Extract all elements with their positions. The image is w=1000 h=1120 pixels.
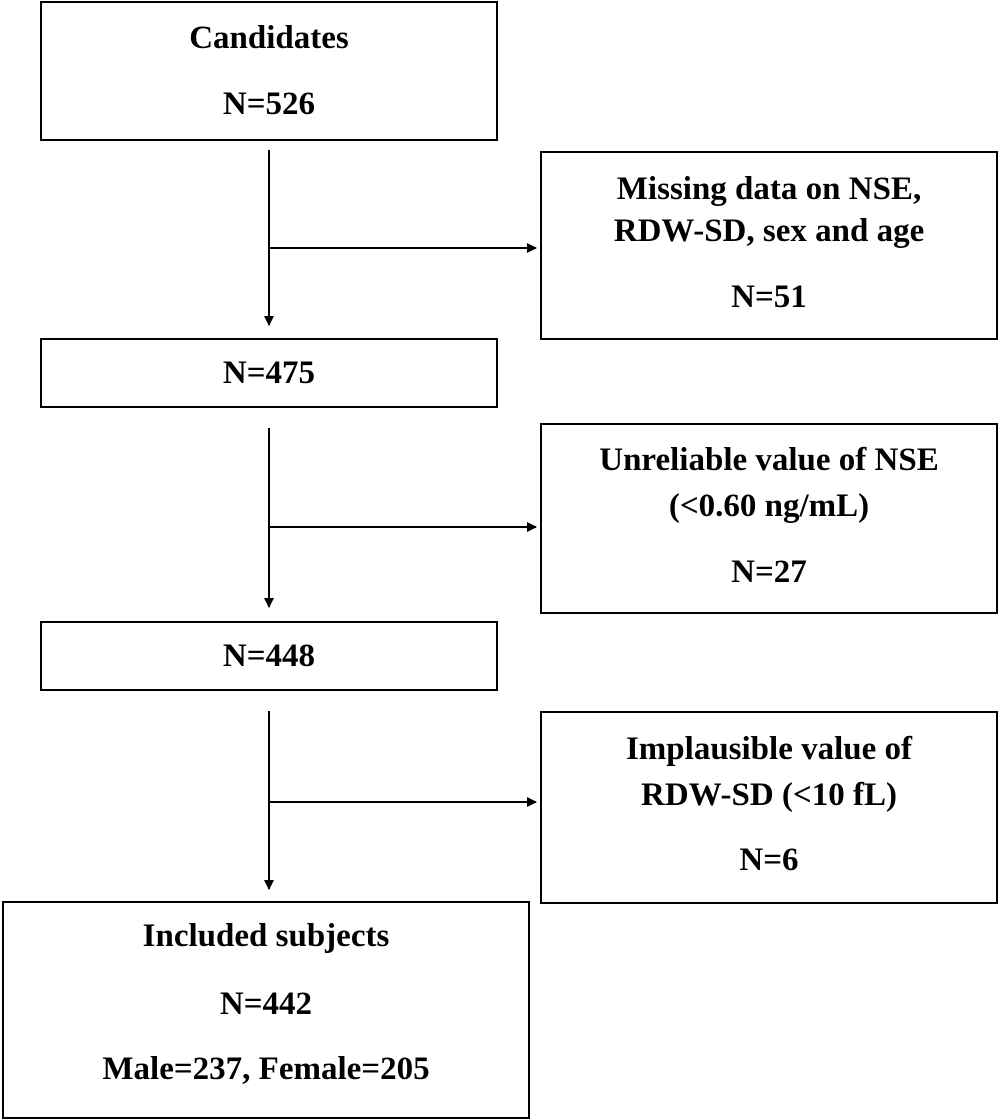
candidates-box: Candidates N=526 bbox=[40, 1, 498, 141]
exclusion-missing-count: N=51 bbox=[731, 279, 807, 315]
exclusion-unreliable-line-2: (<0.60 ng/mL) bbox=[668, 488, 870, 524]
included-label: Included subjects bbox=[142, 918, 390, 954]
exclusion-implausible-line-2: RDW-SD (<10 fL) bbox=[641, 777, 897, 813]
exclusion-implausible-rdw-box: Implausible value of RDW-SD (<10 fL) N=6 bbox=[540, 711, 998, 904]
candidates-count: N=526 bbox=[222, 86, 316, 122]
included-subjects-box: Included subjects N=442 Male=237, Female… bbox=[2, 901, 530, 1119]
exclusion-missing-data-box: Missing data on NSE, RDW-SD, sex and age… bbox=[540, 151, 998, 340]
exclusion-unreliable-nse-box: Unreliable value of NSE (<0.60 ng/mL) N=… bbox=[540, 423, 998, 614]
remaining-475-count: N=475 bbox=[222, 355, 316, 391]
exclusion-implausible-line-1: Implausible value of bbox=[625, 731, 913, 767]
exclusion-missing-line-2: RDW-SD, sex and age bbox=[613, 213, 925, 249]
exclusion-implausible-count: N=6 bbox=[739, 842, 799, 878]
exclusion-unreliable-line-1: Unreliable value of NSE bbox=[599, 442, 939, 478]
included-count: N=442 bbox=[219, 986, 313, 1022]
included-sex-breakdown: Male=237, Female=205 bbox=[102, 1051, 430, 1087]
remaining-448-count: N=448 bbox=[222, 638, 316, 674]
candidates-label: Candidates bbox=[189, 20, 349, 56]
exclusion-missing-line-1: Missing data on NSE, bbox=[616, 171, 922, 207]
remaining-448-box: N=448 bbox=[40, 621, 498, 691]
exclusion-unreliable-count: N=27 bbox=[731, 554, 807, 590]
remaining-475-box: N=475 bbox=[40, 338, 498, 408]
